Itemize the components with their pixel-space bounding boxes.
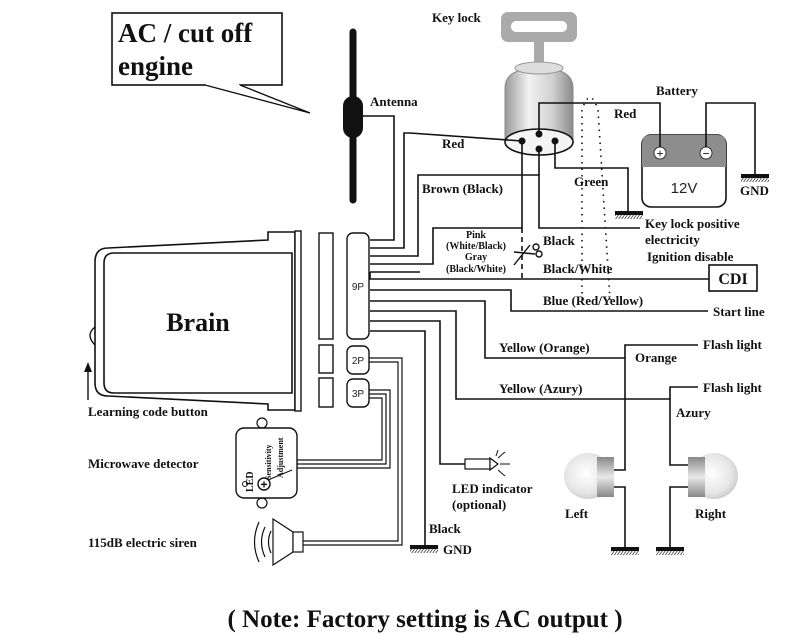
wire-brown (370, 149, 540, 257)
wire-siren (300, 357, 403, 546)
learning-code-button-label: Learning code button (88, 404, 209, 419)
ground-symbol (611, 547, 639, 555)
wire-battery-gnd (705, 102, 756, 175)
wire-orange-flash (624, 344, 698, 358)
callout-line1: AC / cut off (118, 18, 253, 48)
led-indicator-label: LED indicator (452, 481, 533, 496)
battery-voltage: 12V (671, 180, 698, 197)
flash-light-2-label: Flash light (703, 380, 763, 395)
wire-label-gray: Gray (465, 252, 487, 263)
scissors-icon (513, 243, 543, 266)
connector-2p-label: 2P (352, 356, 365, 367)
callout-box: AC / cut off engine (111, 12, 311, 114)
wire-label-azury: Azury (676, 405, 711, 420)
gnd-label-black: GND (443, 542, 472, 557)
battery-plus-sign: + (656, 147, 663, 161)
wire-cdi (369, 272, 709, 280)
wire-red-keylock (370, 132, 523, 249)
right-flash-light-icon (688, 453, 738, 499)
detector-sensitivity-label: Sensitivity (264, 444, 273, 480)
wire-label-black-cut: Black (543, 233, 576, 248)
wire-key-lock-positive (538, 175, 640, 229)
brain-label: Brain (166, 308, 230, 337)
siren-icon (253, 517, 304, 567)
wire-blue (370, 289, 708, 312)
ground-symbol (741, 174, 769, 182)
connector-2p: 2P (346, 345, 370, 375)
wire-antenna (363, 115, 395, 241)
wire-label-yellow-azury: Yellow (Azury) (499, 381, 582, 396)
antenna-label: Antenna (370, 94, 418, 109)
detector-adjustment-label: Adjustment (276, 437, 285, 478)
factory-setting-note: ( Note: Factory setting is AC output ) (227, 606, 622, 633)
wire-label-black-white: Black/White (543, 261, 613, 276)
led-indicator-icon (464, 449, 510, 477)
microwave-detector-label: Microwave detector (88, 456, 199, 471)
connector-9p: 9P (346, 232, 370, 340)
wire-led-indicator (370, 320, 465, 465)
left-light-label: Left (565, 506, 589, 521)
wire-right-gnd (669, 486, 688, 548)
microwave-detector-icon: + LED Sensitivity Adjustment (235, 417, 298, 509)
wire-label-yellow-orange: Yellow (Orange) (499, 340, 590, 355)
left-flash-light-icon (564, 453, 614, 499)
wire-detector (297, 397, 383, 461)
wire-label-blue: Blue (Red/Yellow) (543, 293, 643, 308)
wire-label-pink-alt: (White/Black) (446, 241, 506, 252)
wire-yellow-orange (370, 300, 626, 471)
battery-icon: + − 12V (641, 134, 727, 208)
key-lock-positive-line2: electricity (645, 232, 700, 247)
key-lock-positive-line1: Key lock positive (645, 216, 740, 231)
wire-pink (370, 141, 523, 265)
connector-3p-label: 3P (352, 389, 365, 400)
wire-yellow-azury (370, 310, 688, 466)
right-light-label: Right (695, 506, 727, 521)
start-line-label: Start line (713, 304, 765, 319)
ignition-disable-label: Ignition disable (647, 249, 734, 264)
wire-label-red-keylock: Red (442, 136, 465, 151)
wire-black-gnd (370, 330, 426, 546)
callout-line2: engine (118, 51, 193, 81)
connector-slot (318, 232, 334, 340)
wire-red-battery (538, 102, 661, 147)
cdi-box (708, 264, 758, 292)
wire-label-black-gnd: Black (429, 521, 462, 536)
battery-minus-sign: − (702, 147, 709, 161)
connector-9p-label: 9P (352, 282, 365, 293)
wire-label-orange: Orange (635, 350, 677, 365)
siren-label: 115dB electric siren (88, 535, 198, 550)
wire-siren (300, 361, 399, 542)
wire-label-pink: Pink (466, 230, 486, 241)
arrow-up-icon (84, 362, 92, 400)
connector-slot (318, 344, 334, 374)
ground-symbol (656, 547, 684, 555)
connector-3p: 3P (346, 378, 370, 408)
flash-light-1-label: Flash light (703, 337, 763, 352)
battery-label: Battery (656, 83, 698, 98)
wire-label-brown: Brown (Black) (422, 181, 503, 196)
led-indicator-optional-label: (optional) (452, 497, 506, 512)
connector-slot (318, 377, 334, 408)
wire-left-gnd (614, 486, 626, 548)
gnd-label-battery: GND (740, 183, 769, 198)
wire-green (554, 141, 629, 212)
wire-detector (297, 393, 387, 465)
wire-azury-flash (669, 386, 698, 399)
brain-unit (89, 230, 302, 412)
svg-text:+: + (260, 478, 267, 492)
ground-symbol (615, 211, 643, 219)
wire-detector (297, 389, 391, 469)
cdi-label: CDI (718, 271, 747, 288)
ground-symbol (410, 545, 438, 553)
wire-label-green: Green (574, 174, 609, 189)
wire-label-gray-alt: (Black/White) (446, 264, 506, 275)
detector-led-label: LED (245, 471, 256, 492)
key-lock-label: Key lock (432, 10, 482, 25)
wire-label-red-battery: Red (614, 106, 637, 121)
antenna-icon (343, 28, 363, 204)
